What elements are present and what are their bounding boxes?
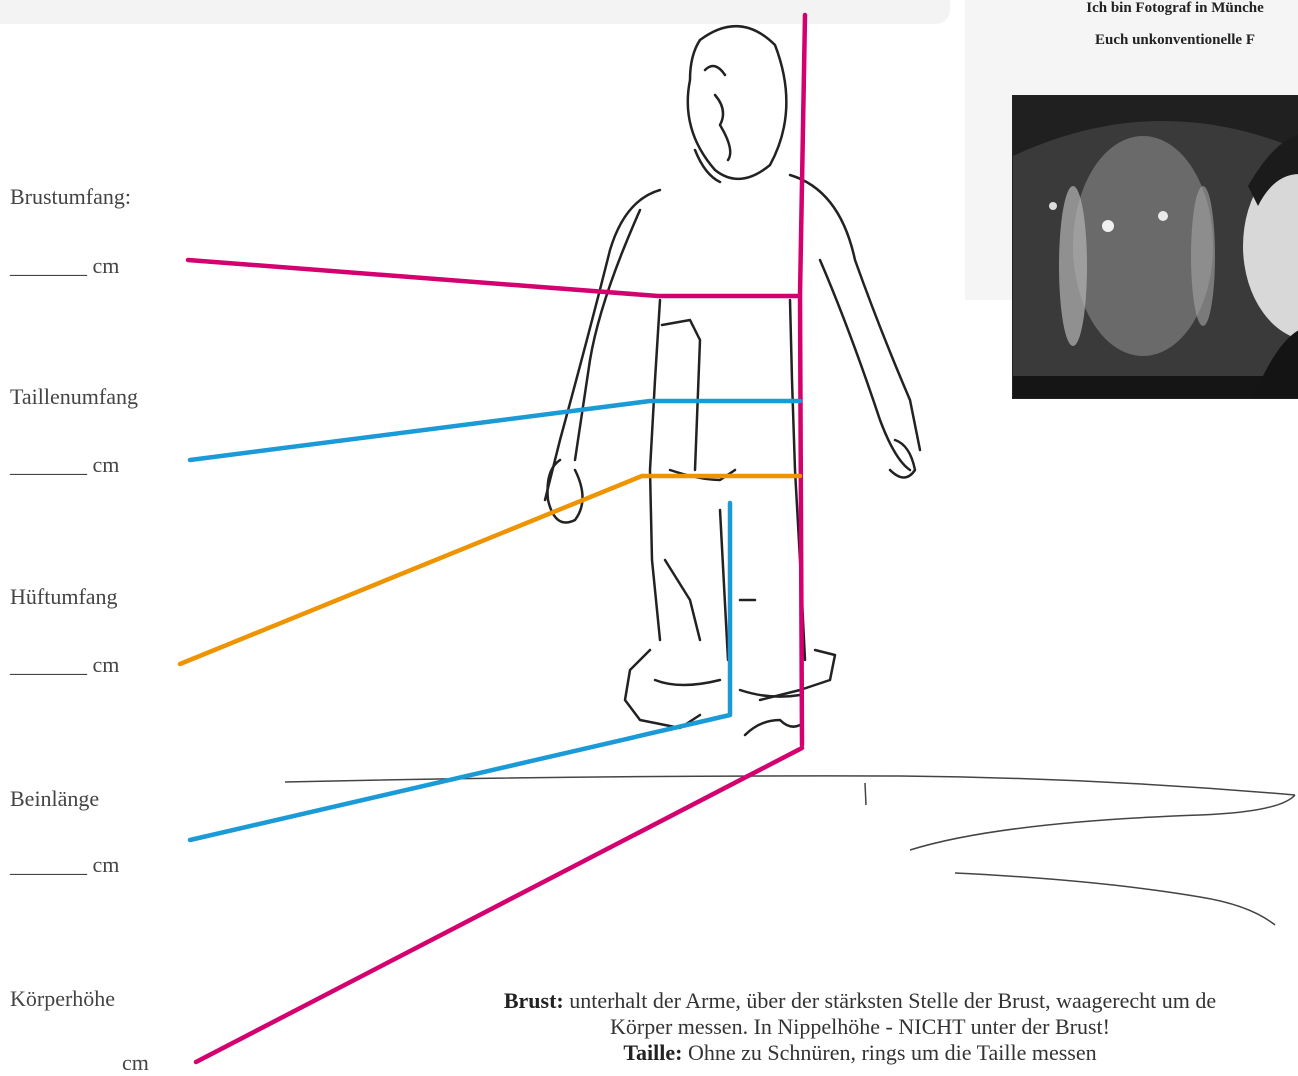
instruction-brust: Brust: unterhalt der Arme, über der stär…	[410, 988, 1298, 1014]
taille-line	[190, 401, 800, 460]
brust-line	[188, 260, 800, 296]
measuring-instructions: Brust: unterhalt der Arme, über der stär…	[410, 988, 1298, 1066]
bein-line	[190, 503, 730, 840]
floor-sketch	[285, 776, 1295, 925]
instruction-brust-2: Körper messen. In Nippelhöhe - NICHT unt…	[410, 1014, 1298, 1040]
figure-drawing	[545, 26, 920, 735]
instruction-taille: Taille: Ohne zu Schnüren, rings um die T…	[410, 1040, 1298, 1066]
huefte-line	[180, 476, 800, 664]
